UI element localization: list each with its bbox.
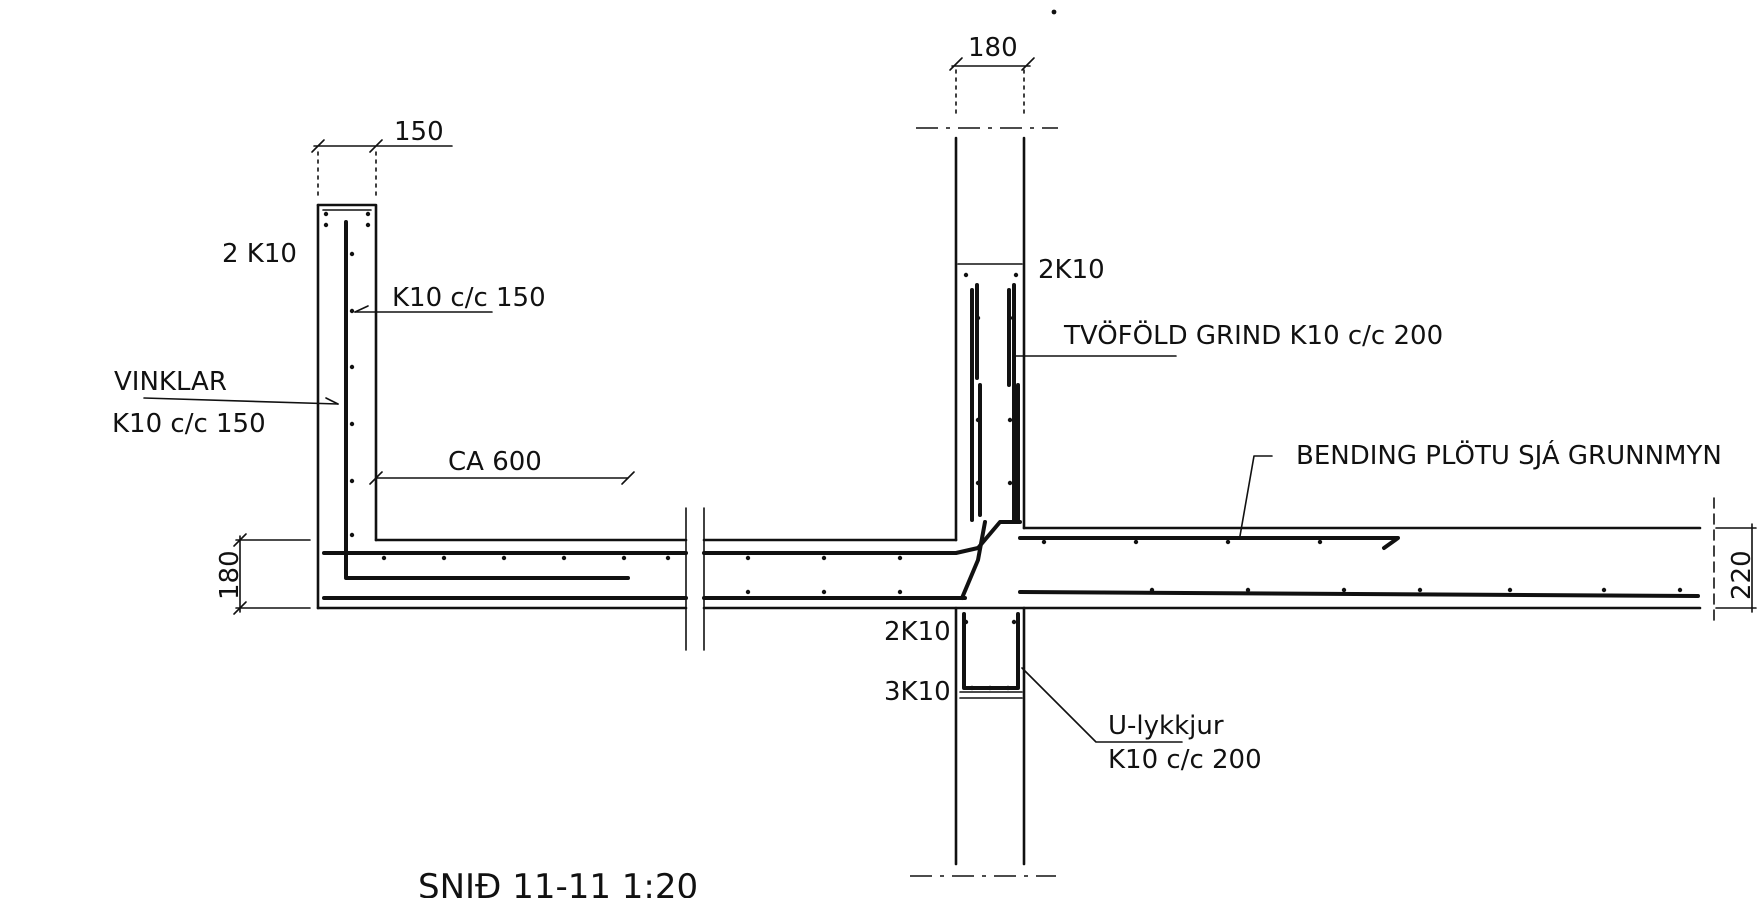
dim-180-left-label: 180 [215, 550, 245, 600]
bending-label: BENDING PLÖTU SJÁ GRUNNMYN [1296, 439, 1722, 471]
ink-speck [1051, 9, 1057, 15]
ulykkjur-label: U-lykkjur [1108, 711, 1224, 741]
left-slab [316, 538, 688, 610]
annotation-left-2k10: 2 K10 [222, 239, 297, 269]
beam-3k10-label: 3K10 [884, 677, 951, 707]
vinklar-label: VINKLAR [114, 367, 227, 397]
left-upstand [316, 203, 630, 610]
annotation-vinklar: VINKLAR K10 c/c 150 [112, 367, 339, 439]
dim-220-label: 220 [1727, 550, 1757, 600]
section-title: SNIÐ 11-11 1:20 [418, 867, 698, 898]
annotation-beam-2k10: 2K10 [884, 617, 951, 647]
dimension-150: 150 [311, 117, 453, 199]
annotation-ulykkjur: U-lykkjur K10 c/c 200 [1021, 667, 1262, 775]
left-2k10-label: 2 K10 [222, 239, 297, 269]
annotation-tvofold: TVÖFÖLD GRIND K10 c/c 200 [1015, 319, 1443, 357]
annotation-ca600: CA 600 [369, 447, 635, 485]
annotation-wall-2k10: 2K10 [1038, 255, 1105, 285]
annotation-beam-3k10: 3K10 [884, 677, 951, 707]
k10-cc150-label: K10 c/c 150 [392, 283, 546, 313]
wall-2k10-label: 2K10 [1038, 255, 1105, 285]
right-slab [1018, 526, 1702, 610]
tvofold-label: TVÖFÖLD GRIND K10 c/c 200 [1063, 319, 1443, 351]
vinklar-spacing-label: K10 c/c 150 [112, 409, 266, 439]
dimension-180-top: 180 [949, 33, 1035, 119]
ulykkjur-spacing-label: K10 c/c 200 [1108, 745, 1262, 775]
annotation-bending: BENDING PLÖTU SJÁ GRUNNMYN [1239, 439, 1722, 537]
dimension-180-left: 180 [215, 533, 311, 615]
dimension-220: 220 [1713, 497, 1757, 621]
annotation-k10-cc150: K10 c/c 150 [354, 283, 546, 313]
dim-180-top-label: 180 [968, 33, 1018, 63]
beam-2k10-label: 2K10 [884, 617, 951, 647]
wall [910, 127, 1058, 877]
middle-slab [702, 538, 1026, 610]
dim-150-label: 150 [394, 117, 444, 147]
break-lines [685, 507, 705, 651]
ca600-label: CA 600 [448, 447, 542, 477]
